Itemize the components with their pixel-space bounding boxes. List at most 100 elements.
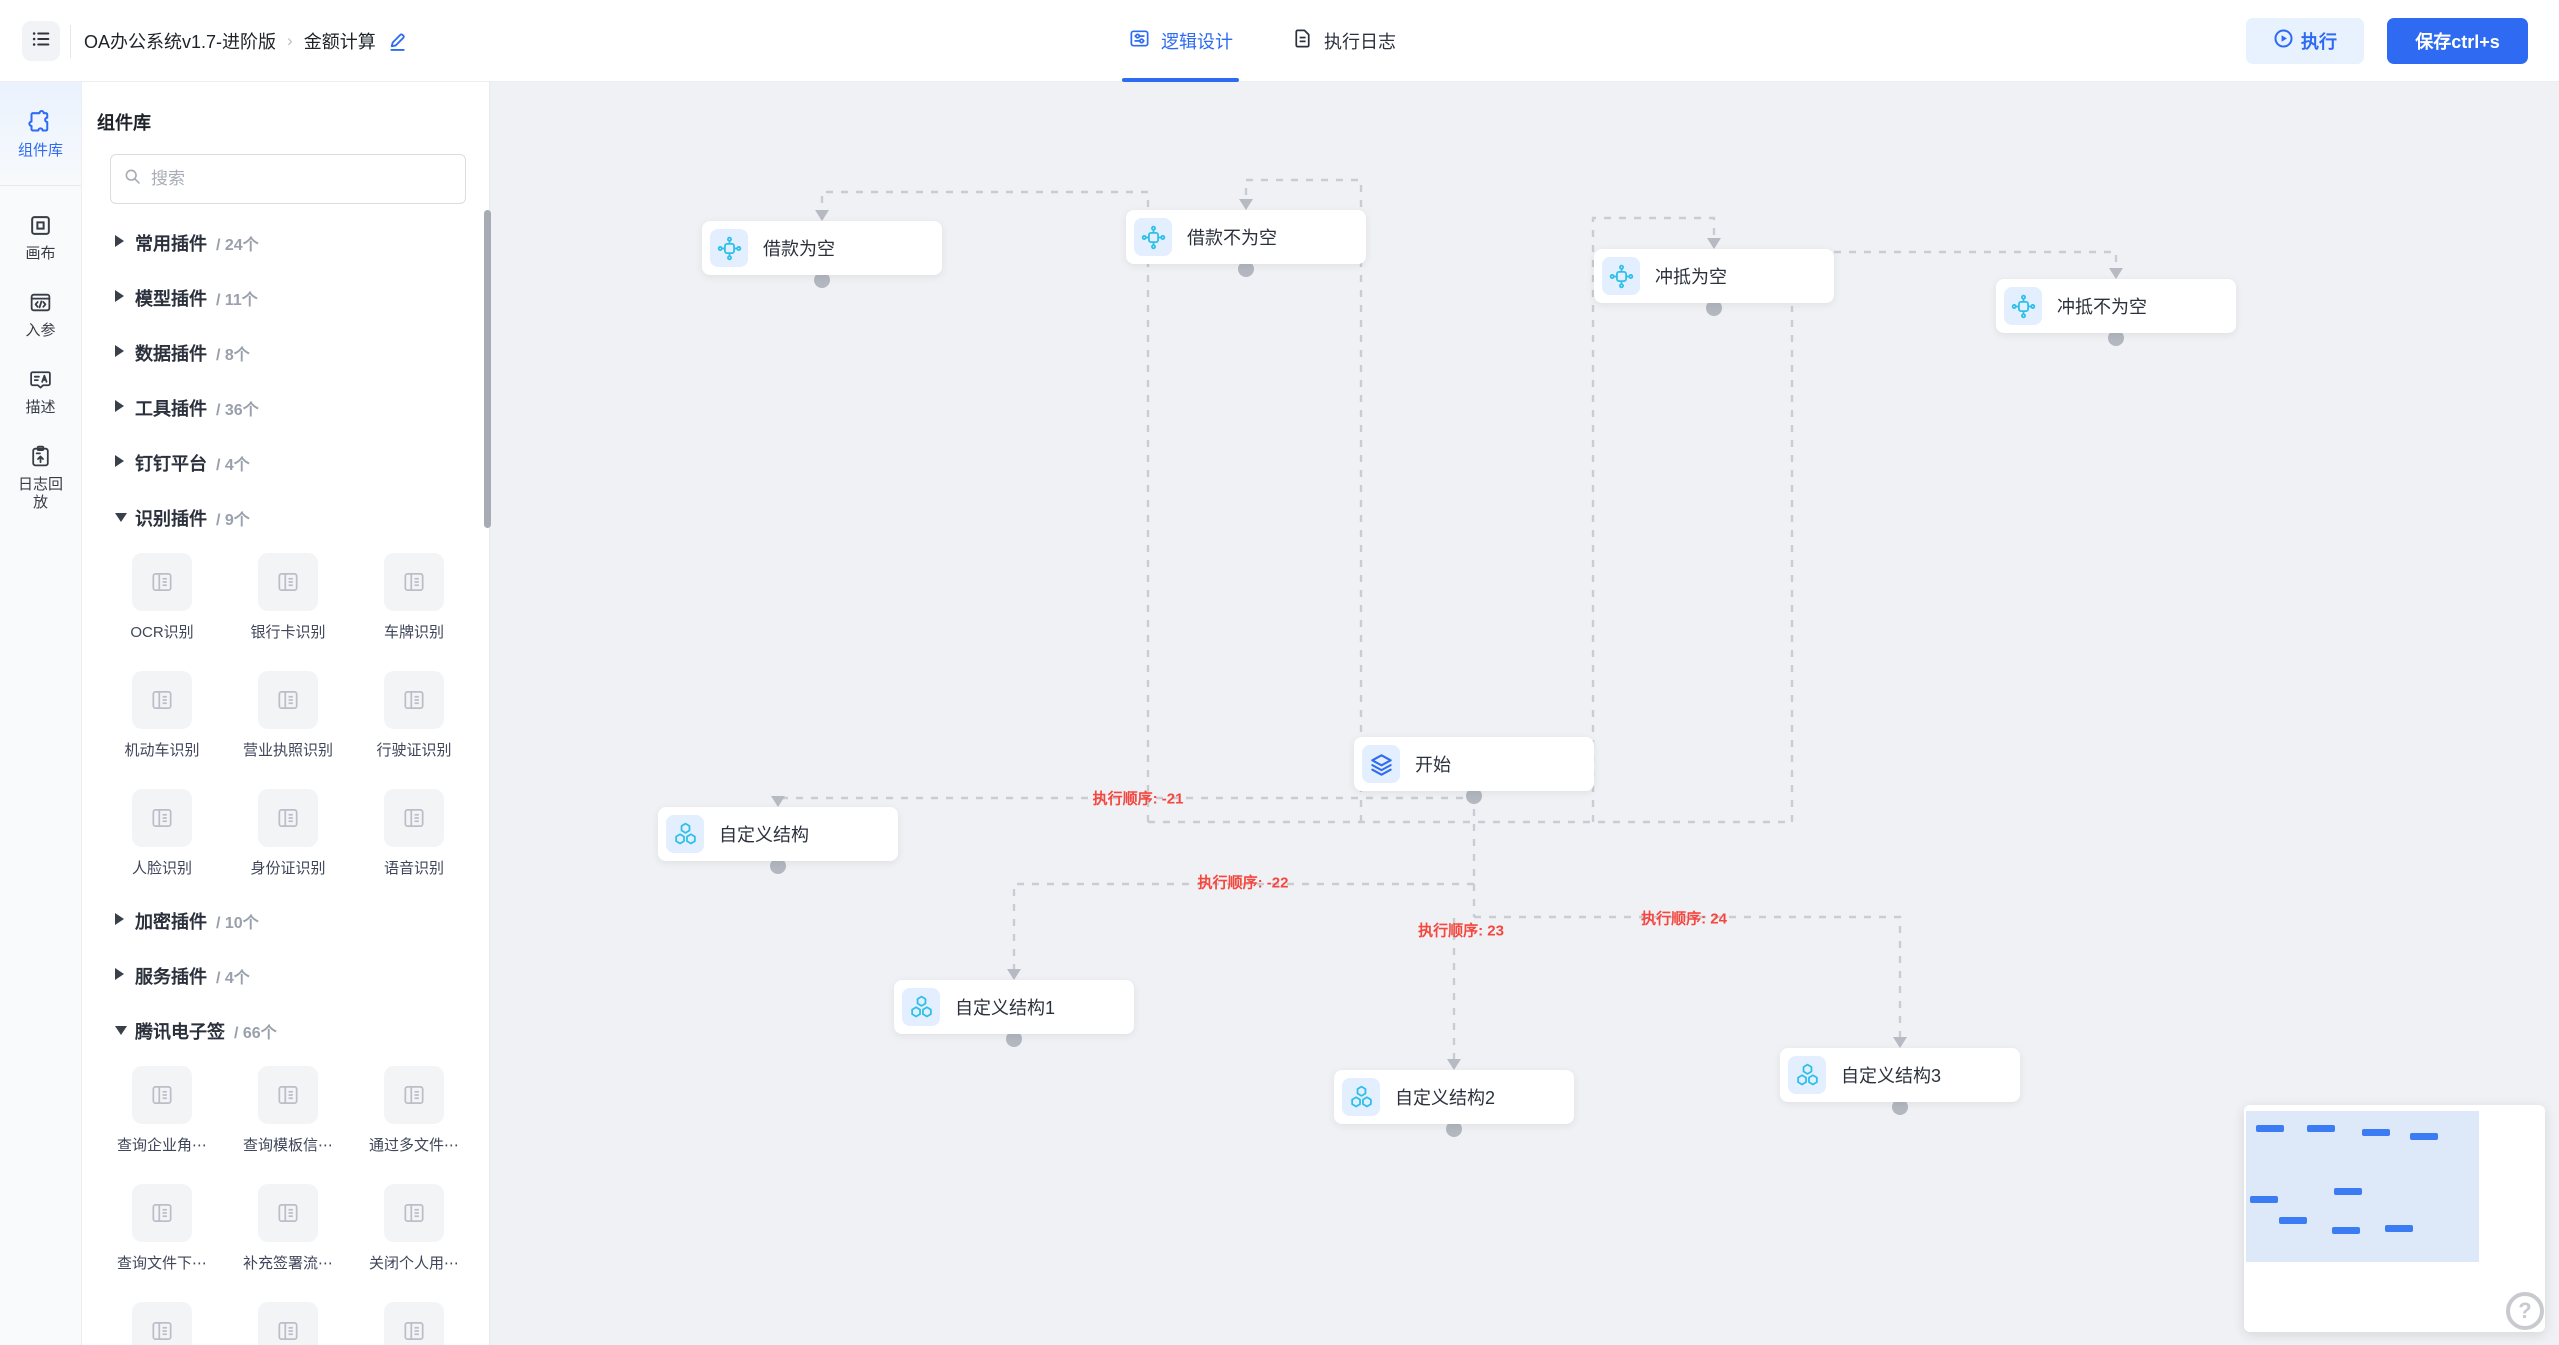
category-row[interactable]: 常用插件/ 24个 [82, 215, 483, 270]
plugin-item[interactable]: 查询模板信⋯ [225, 1066, 351, 1154]
caret-right-icon [115, 344, 135, 362]
tab-execution-log[interactable]: 执行日志 [1291, 0, 1396, 82]
tab-logic-design[interactable]: 逻辑设计 [1122, 0, 1239, 82]
category-row[interactable]: 数据插件/ 8个 [82, 325, 483, 380]
node-port[interactable] [1446, 1121, 1462, 1137]
plugin-item[interactable]: 机动车识别 [99, 671, 225, 759]
category-row[interactable]: 工具插件/ 36个 [82, 380, 483, 435]
canvas-icon [28, 213, 53, 238]
edit-pencil-icon[interactable] [387, 30, 410, 53]
rail-item-input-params[interactable]: 入参 [0, 290, 81, 340]
plugin-item[interactable]: 行驶证识别 [351, 671, 477, 759]
logic-design-icon [1128, 27, 1151, 55]
tab-label: 逻辑设计 [1161, 32, 1233, 52]
minimap-node-marker [2410, 1133, 2438, 1140]
category-row[interactable]: 服务插件/ 4个 [82, 948, 483, 1003]
flow-node-condition[interactable]: 冲抵不为空 [1996, 279, 2236, 333]
category-row[interactable]: 钉钉平台/ 4个 [82, 435, 483, 490]
plugin-item[interactable] [225, 1302, 351, 1345]
node-label: 自定义结构 [719, 825, 809, 845]
minimap[interactable] [2244, 1105, 2545, 1332]
category-row[interactable]: 识别插件/ 9个 [82, 490, 483, 545]
node-port[interactable] [2108, 330, 2124, 346]
plugin-tile-icon [132, 789, 192, 847]
flow-node-struct[interactable]: 自定义结构1 [894, 980, 1134, 1034]
plugin-tile-icon [258, 671, 318, 729]
plugin-tile-icon [258, 1184, 318, 1242]
plugin-item[interactable]: 人脸识别 [99, 789, 225, 877]
flow-canvas[interactable]: 借款为空 借款不为空冲抵为空冲抵不为空开始自定义结构自定义结构1 自定义结构2 自定义… [490, 82, 2559, 1345]
tab-label: 执行日志 [1324, 32, 1396, 52]
plugin-item[interactable]: 车牌识别 [351, 553, 477, 641]
edge-to-struct3 [1474, 915, 1902, 1037]
flow-node-struct[interactable]: 自定义结构2 [1334, 1070, 1574, 1124]
workflow-title: OA办公系统v1.7-进阶版 [84, 32, 277, 52]
category-row[interactable]: 模型插件/ 11个 [82, 270, 483, 325]
category-count: / 9个 [216, 511, 250, 529]
plugin-item[interactable]: 营业执照识别 [225, 671, 351, 759]
rail-item-component-library[interactable]: 组件库 [0, 82, 81, 186]
category-list: 常用插件/ 24个模型插件/ 11个数据插件/ 8个工具插件/ 36个钉钉平台/… [82, 215, 483, 1345]
node-label: 冲抵为空 [1655, 267, 1727, 287]
node-label: 借款为空 [763, 239, 835, 259]
plugin-item[interactable]: 语音识别 [351, 789, 477, 877]
flow-node-struct[interactable]: 自定义结构3 [1780, 1048, 2020, 1102]
caret-down-icon [115, 509, 135, 527]
edge-arrow-icon [1893, 1037, 1907, 1048]
plugin-item[interactable] [99, 1302, 225, 1345]
category-row[interactable]: 加密插件/ 10个 [82, 893, 483, 948]
plugin-item[interactable]: 银行卡识别 [225, 553, 351, 641]
search-input[interactable] [151, 169, 453, 189]
plugin-item[interactable]: OCR识别 [99, 553, 225, 641]
rail-item-description[interactable]: 描述 [0, 367, 81, 417]
flow-node-condition[interactable]: 借款不为空 [1126, 210, 1366, 264]
plugin-item[interactable]: 通过多文件⋯ [351, 1066, 477, 1154]
node-port[interactable] [1466, 788, 1482, 804]
plugin-grid: 查询企业角⋯ 查询模板信⋯通过多文件⋯ 查询文件下⋯补充签署流⋯ 关闭个人用⋯ [82, 1066, 483, 1345]
edge-to-jiekuan-notempty [1244, 178, 1363, 822]
rail-item-canvas[interactable]: 画布 [0, 213, 81, 263]
flow-node-condition[interactable]: 借款为空 [702, 221, 942, 275]
category-name: 加密插件 [135, 911, 207, 932]
category-name: 腾讯电子签 [135, 1021, 225, 1042]
condition-node-icon [2004, 287, 2042, 325]
search-box[interactable] [110, 154, 466, 204]
flow-node-condition[interactable]: 冲抵为空 [1594, 249, 1834, 303]
minimap-node-marker [2385, 1225, 2413, 1232]
rail-item-log-replay[interactable]: 日志回放 [0, 444, 81, 512]
plugin-item[interactable]: 查询文件下⋯ [99, 1184, 225, 1272]
plugin-tile-icon [258, 1302, 318, 1345]
plugin-item[interactable]: 身份证识别 [225, 789, 351, 877]
plugin-tile-icon [258, 1066, 318, 1124]
node-port[interactable] [1238, 261, 1254, 277]
node-port[interactable] [1706, 300, 1722, 316]
flow-node-start[interactable]: 开始 [1354, 737, 1594, 791]
node-port[interactable] [814, 272, 830, 288]
edge-to-struct1 [1012, 882, 1474, 969]
run-button[interactable]: 执行 [2246, 18, 2364, 64]
caret-right-icon [115, 454, 135, 472]
plugin-item[interactable]: 查询企业角⋯ [99, 1066, 225, 1154]
plugin-item-label: 关闭个人用⋯ [368, 1255, 459, 1272]
plugin-item[interactable]: 关闭个人用⋯ [351, 1184, 477, 1272]
minimap-node-marker [2250, 1196, 2278, 1203]
plugin-item-label: 查询企业角⋯ [116, 1137, 207, 1154]
plugin-item[interactable] [351, 1302, 477, 1345]
node-port[interactable] [1006, 1031, 1022, 1047]
caret-right-icon [115, 912, 135, 930]
node-port[interactable] [770, 858, 786, 874]
plugin-item-label: 人脸识别 [131, 860, 192, 877]
panel-scrollbar[interactable] [484, 210, 491, 528]
node-port[interactable] [1892, 1099, 1908, 1115]
save-button[interactable]: 保存ctrl+s [2387, 18, 2528, 64]
minimap-viewport[interactable] [2246, 1111, 2479, 1262]
category-row[interactable]: 腾讯电子签/ 66个 [82, 1003, 483, 1058]
help-button[interactable]: ? [2506, 1292, 2544, 1330]
flow-node-struct[interactable]: 自定义结构 [658, 807, 898, 861]
plugin-item[interactable]: 补充签署流⋯ [225, 1184, 351, 1272]
plugin-tile-icon [384, 1302, 444, 1345]
plugin-tile-icon [132, 671, 192, 729]
menu-button[interactable] [22, 21, 60, 61]
rail-item-label: 组件库 [17, 141, 63, 159]
category-name: 常用插件 [135, 233, 207, 254]
